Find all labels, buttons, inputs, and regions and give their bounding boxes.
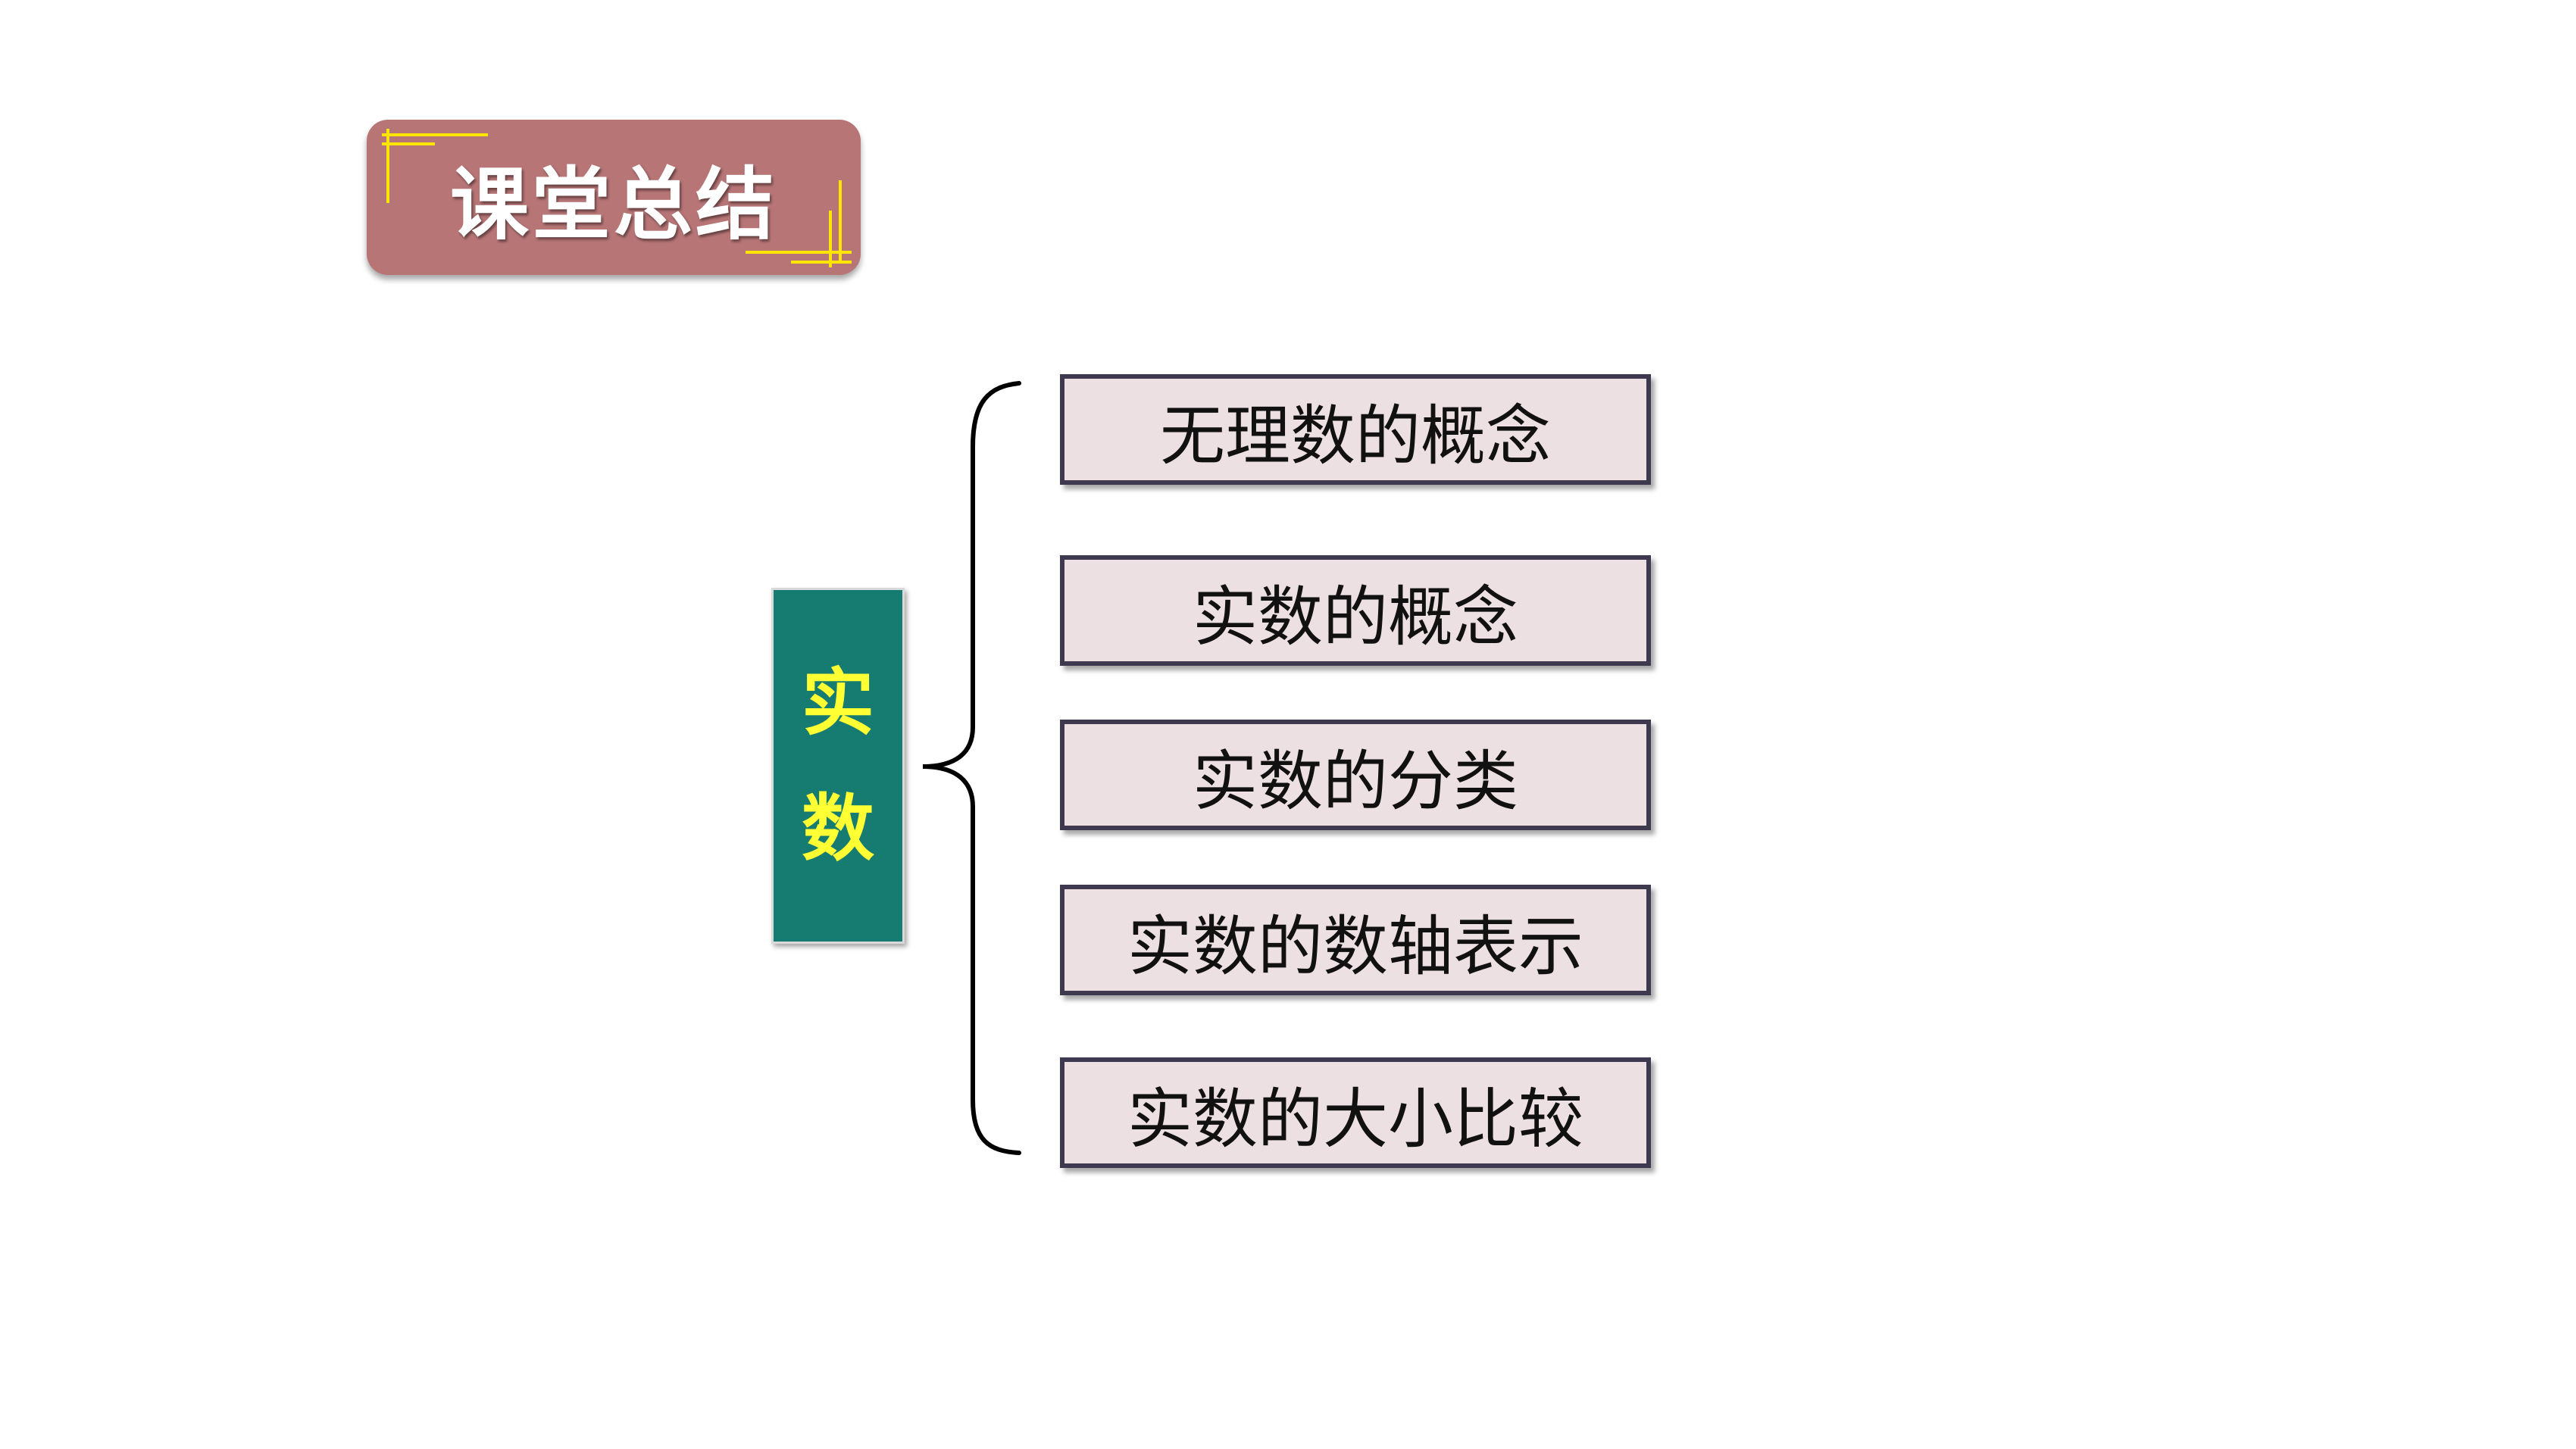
branch-node-number-line: 实数的数轴表示 [1060,885,1651,995]
branch-node-irrational-concept: 无理数的概念 [1060,374,1651,485]
branch-node-classification: 实数的分类 [1060,720,1651,830]
title-badge: 课堂总结 [367,120,861,275]
corner-decoration-icon [382,129,852,267]
root-char-1: 实 [802,660,874,745]
branch-node-real-concept: 实数的概念 [1060,555,1651,666]
root-node: 实 数 [771,588,905,944]
root-char-2: 数 [802,785,874,871]
page-title: 课堂总结 [449,158,777,251]
branch-node-comparison: 实数的大小比较 [1060,1057,1651,1168]
